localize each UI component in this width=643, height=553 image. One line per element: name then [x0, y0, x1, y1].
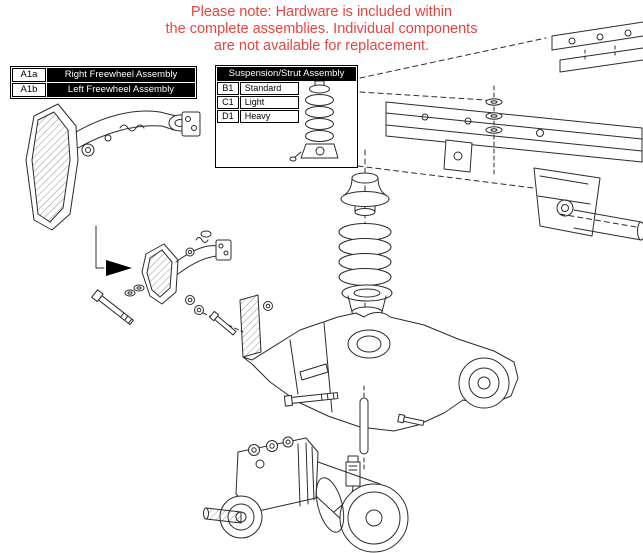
freewheel-assembly-small	[141, 230, 232, 305]
axle-bracket	[533, 167, 643, 241]
part-label: Right Freewheel Assembly	[47, 68, 195, 82]
shaft-pin	[359, 385, 369, 471]
part-code: A1a	[12, 68, 46, 82]
table-title: Suspension/Strut Assembly	[217, 67, 356, 81]
bolt-long-left	[91, 289, 134, 326]
strut-thumbnail	[289, 80, 339, 162]
suspension-cup-bottom	[341, 284, 393, 318]
hardware-note: Please note: Hardware is included within…	[0, 4, 643, 55]
pointer-arrow	[95, 225, 132, 276]
table-row: A1b Left Freewheel Assembly	[12, 83, 195, 97]
freewheel-table: A1a Right Freewheel Assembly A1b Left Fr…	[10, 66, 197, 99]
note-line: the complete assemblies. Individual comp…	[165, 21, 478, 37]
freewheel-assembly-large	[25, 103, 201, 231]
suspension-spring	[338, 223, 392, 286]
bolt-small-right	[397, 413, 425, 426]
suspension-strut-table: Suspension/Strut Assembly B1 Standard C1…	[215, 65, 358, 168]
table-row: B1 Standard	[217, 82, 299, 95]
washers-left	[124, 284, 145, 297]
leader-lines	[357, 37, 547, 189]
table-row: D1 Heavy	[217, 110, 299, 123]
part-code: D1	[217, 110, 239, 123]
part-label: Standard	[239, 82, 299, 95]
frame-rail-main	[385, 101, 643, 173]
bolt-long-center	[283, 392, 339, 407]
bolt-small-mid	[209, 310, 237, 336]
frame-casting	[239, 294, 519, 432]
frame-rail-upper	[551, 21, 643, 73]
washer-stack	[485, 85, 503, 177]
part-code: A1b	[12, 83, 46, 97]
note-line: are not available for replacement.	[213, 38, 430, 54]
part-label: Left Freewheel Assembly	[47, 83, 195, 97]
table-row: A1a Right Freewheel Assembly	[12, 68, 195, 82]
motor-assembly	[203, 436, 409, 553]
part-code: C1	[217, 96, 239, 109]
part-label: Heavy	[239, 110, 299, 123]
part-label: Light	[239, 96, 299, 109]
part-code: B1	[217, 82, 239, 95]
table-row: C1 Light	[217, 96, 299, 109]
note-line: Please note: Hardware is included within	[190, 4, 453, 20]
washers-mid	[185, 295, 244, 333]
